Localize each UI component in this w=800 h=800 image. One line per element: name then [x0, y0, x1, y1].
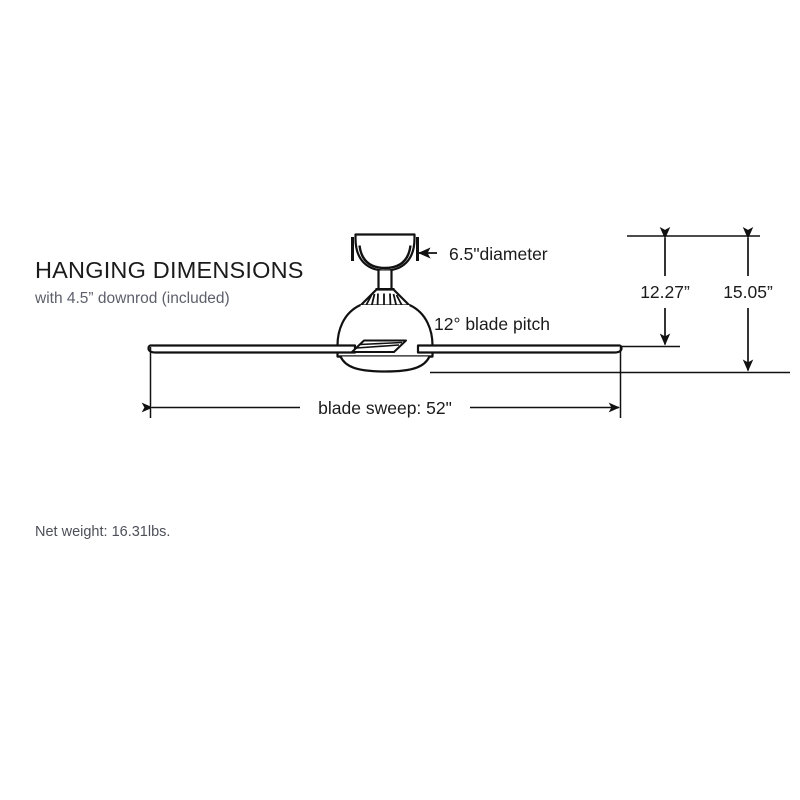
height-to-blades-extension-lines [620, 235, 760, 348]
canopy-diameter-label: 6.5"diameter [449, 244, 548, 264]
height-to-blades-label: 12.27” [640, 282, 690, 302]
net-weight-note: Net weight: 16.31lbs. [35, 524, 171, 540]
fan-lower-edge [337, 355, 433, 373]
page-subtitle: with 4.5” downrod (included) [35, 289, 230, 307]
blade-pitch-bracket [351, 339, 407, 353]
page-title: HANGING DIMENSIONS [35, 257, 304, 283]
fan-collar-flutes [365, 293, 403, 308]
overall-height-label: 15.05” [723, 282, 773, 302]
blade-pitch-label: 12° blade pitch [434, 314, 550, 334]
heading-block: HANGING DIMENSIONS with 4.5” downrod (in… [35, 257, 365, 308]
fan-blade-left [147, 344, 357, 354]
fan-blade-right [416, 344, 623, 354]
blade-sweep-label: blade sweep: 52" [318, 398, 452, 418]
fan-downrod [375, 270, 395, 291]
canopy-diameter-witness-lines [351, 237, 419, 261]
